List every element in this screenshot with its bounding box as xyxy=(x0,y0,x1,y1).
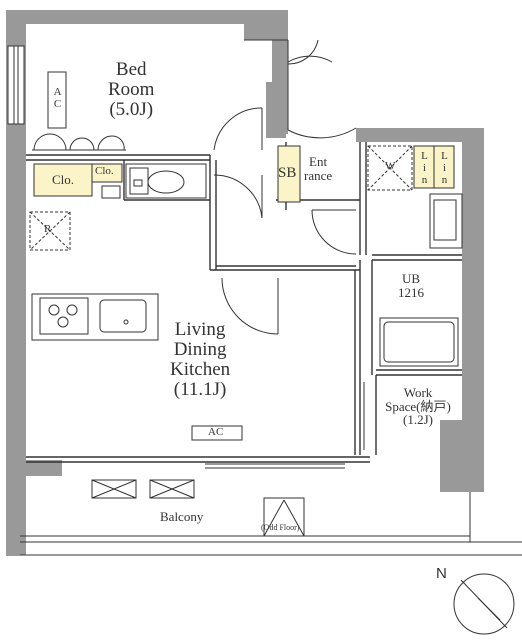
ldk-ac-label: AC xyxy=(208,426,224,438)
linen-shelves xyxy=(413,145,455,189)
ldk-size: (11.1J) xyxy=(173,378,227,400)
balcony-fixtures xyxy=(20,463,522,556)
kitchen-counter xyxy=(31,293,159,341)
interior-walls xyxy=(26,142,462,463)
entrance-name-1: Ent xyxy=(309,154,328,169)
bedroom-name-2: Room xyxy=(108,78,155,100)
window-left xyxy=(7,45,25,125)
bathtub xyxy=(379,317,459,367)
work-space-name-2: Space(納戸) xyxy=(385,398,451,414)
work-space-name-1: Work xyxy=(403,385,433,400)
compass xyxy=(453,573,515,635)
appliances xyxy=(29,145,413,251)
bedroom-label: Bed Room (5.0J) xyxy=(108,60,154,120)
ldk-ac-unit xyxy=(191,425,243,441)
unit-bath-label: UB 1216 xyxy=(398,272,424,299)
storage-areas xyxy=(33,145,301,203)
washbasin xyxy=(429,193,463,249)
unit-bath-name: UB xyxy=(401,271,421,286)
bedroom-name-1: Bed xyxy=(115,59,147,80)
bedroom-ac-label: AC xyxy=(51,86,64,110)
ldk-label: Living Dining Kitchen (11.1J) xyxy=(170,320,230,400)
unit-bath-size: 1216 xyxy=(398,284,424,300)
entrance-label: Ent rance xyxy=(304,155,332,182)
closet-small-label: Clo. xyxy=(95,165,114,177)
linen-label-1: Lin xyxy=(418,150,431,186)
ldk-name-3: Kitchen xyxy=(170,358,231,380)
washer-label: W xyxy=(385,160,396,172)
ldk-name-2: Dining xyxy=(173,338,227,360)
odd-floor-note: (Odd Floor) xyxy=(261,523,300,532)
closet-main-label: Clo. xyxy=(52,172,75,187)
ldk-name-1: Living xyxy=(174,319,226,340)
bedroom-size: (5.0J) xyxy=(109,98,154,120)
entrance-name-2: rance xyxy=(304,167,333,183)
shoe-box-label: SB xyxy=(278,165,297,181)
balcony-label: Balcony xyxy=(160,509,204,524)
toilet xyxy=(101,163,207,199)
bedroom-fixtures xyxy=(32,71,126,151)
doors xyxy=(213,39,365,450)
fridge-label: R xyxy=(44,223,52,235)
compass-north-label: N xyxy=(436,565,447,582)
walls xyxy=(6,10,484,556)
work-space-size: (1.2J) xyxy=(403,412,433,428)
linen-label-2: Lin xyxy=(438,150,451,186)
work-space-label: Work Space(納戸) (1.2J) xyxy=(376,386,460,427)
